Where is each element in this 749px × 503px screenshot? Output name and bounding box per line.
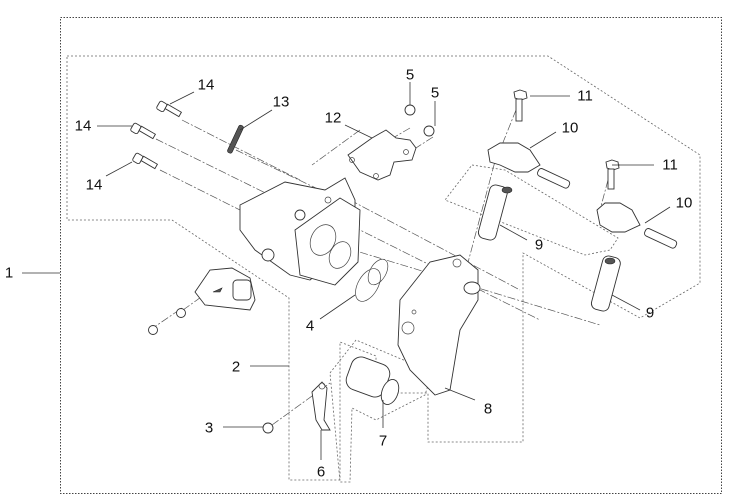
callout-2: 2 xyxy=(231,358,241,376)
throttle-position-sensor-part xyxy=(194,267,256,311)
assembly-boundary-box xyxy=(60,17,722,494)
spring-part xyxy=(227,124,244,154)
gasket-part xyxy=(355,258,389,302)
callout-7: 7 xyxy=(378,432,388,450)
callout-10a: 10 xyxy=(561,119,579,137)
leader-lines xyxy=(22,82,671,460)
callout-9a: 9 xyxy=(534,236,544,254)
fuel-injector-part xyxy=(477,184,513,241)
callout-5a: 5 xyxy=(405,66,415,84)
callout-14b: 14 xyxy=(74,117,92,135)
throttle-body-part xyxy=(239,177,361,286)
callout-12: 12 xyxy=(324,109,342,127)
callout-11b: 11 xyxy=(662,156,678,174)
injector-group-boundary xyxy=(444,164,619,256)
callout-8: 8 xyxy=(483,400,493,418)
intake-manifold-adapter-part xyxy=(397,254,481,396)
idle-valve-group-boundary xyxy=(329,339,433,483)
screw-part xyxy=(262,422,274,434)
bracket-clip-part xyxy=(311,381,331,431)
callout-13: 13 xyxy=(272,93,290,111)
flange-bolt-part xyxy=(513,89,528,122)
fuel-injector-part xyxy=(590,255,621,312)
socket-screw-part xyxy=(130,122,157,140)
callout-14c: 14 xyxy=(85,176,103,194)
screw-part xyxy=(148,308,186,335)
callout-6: 6 xyxy=(316,463,326,481)
callout-9b: 9 xyxy=(645,304,655,322)
fuel-rail-cap-part xyxy=(596,202,678,249)
idle-air-control-valve-part xyxy=(345,356,400,405)
flange-bolt-part xyxy=(605,159,620,190)
throttle-bracket-part xyxy=(347,129,417,181)
throttle-body-group-boundary xyxy=(66,55,701,481)
fuel-rail-cap-part xyxy=(487,142,571,189)
callout-11a: 11 xyxy=(577,87,593,105)
callout-1: 1 xyxy=(4,264,14,282)
callout-4: 4 xyxy=(305,317,315,335)
bolt-part xyxy=(404,104,435,137)
callout-14a: 14 xyxy=(197,76,215,94)
socket-screw-part xyxy=(156,100,183,118)
callout-10b: 10 xyxy=(675,194,693,212)
callout-3: 3 xyxy=(204,419,214,437)
callout-5b: 5 xyxy=(430,84,440,102)
socket-screw-part xyxy=(132,152,159,170)
